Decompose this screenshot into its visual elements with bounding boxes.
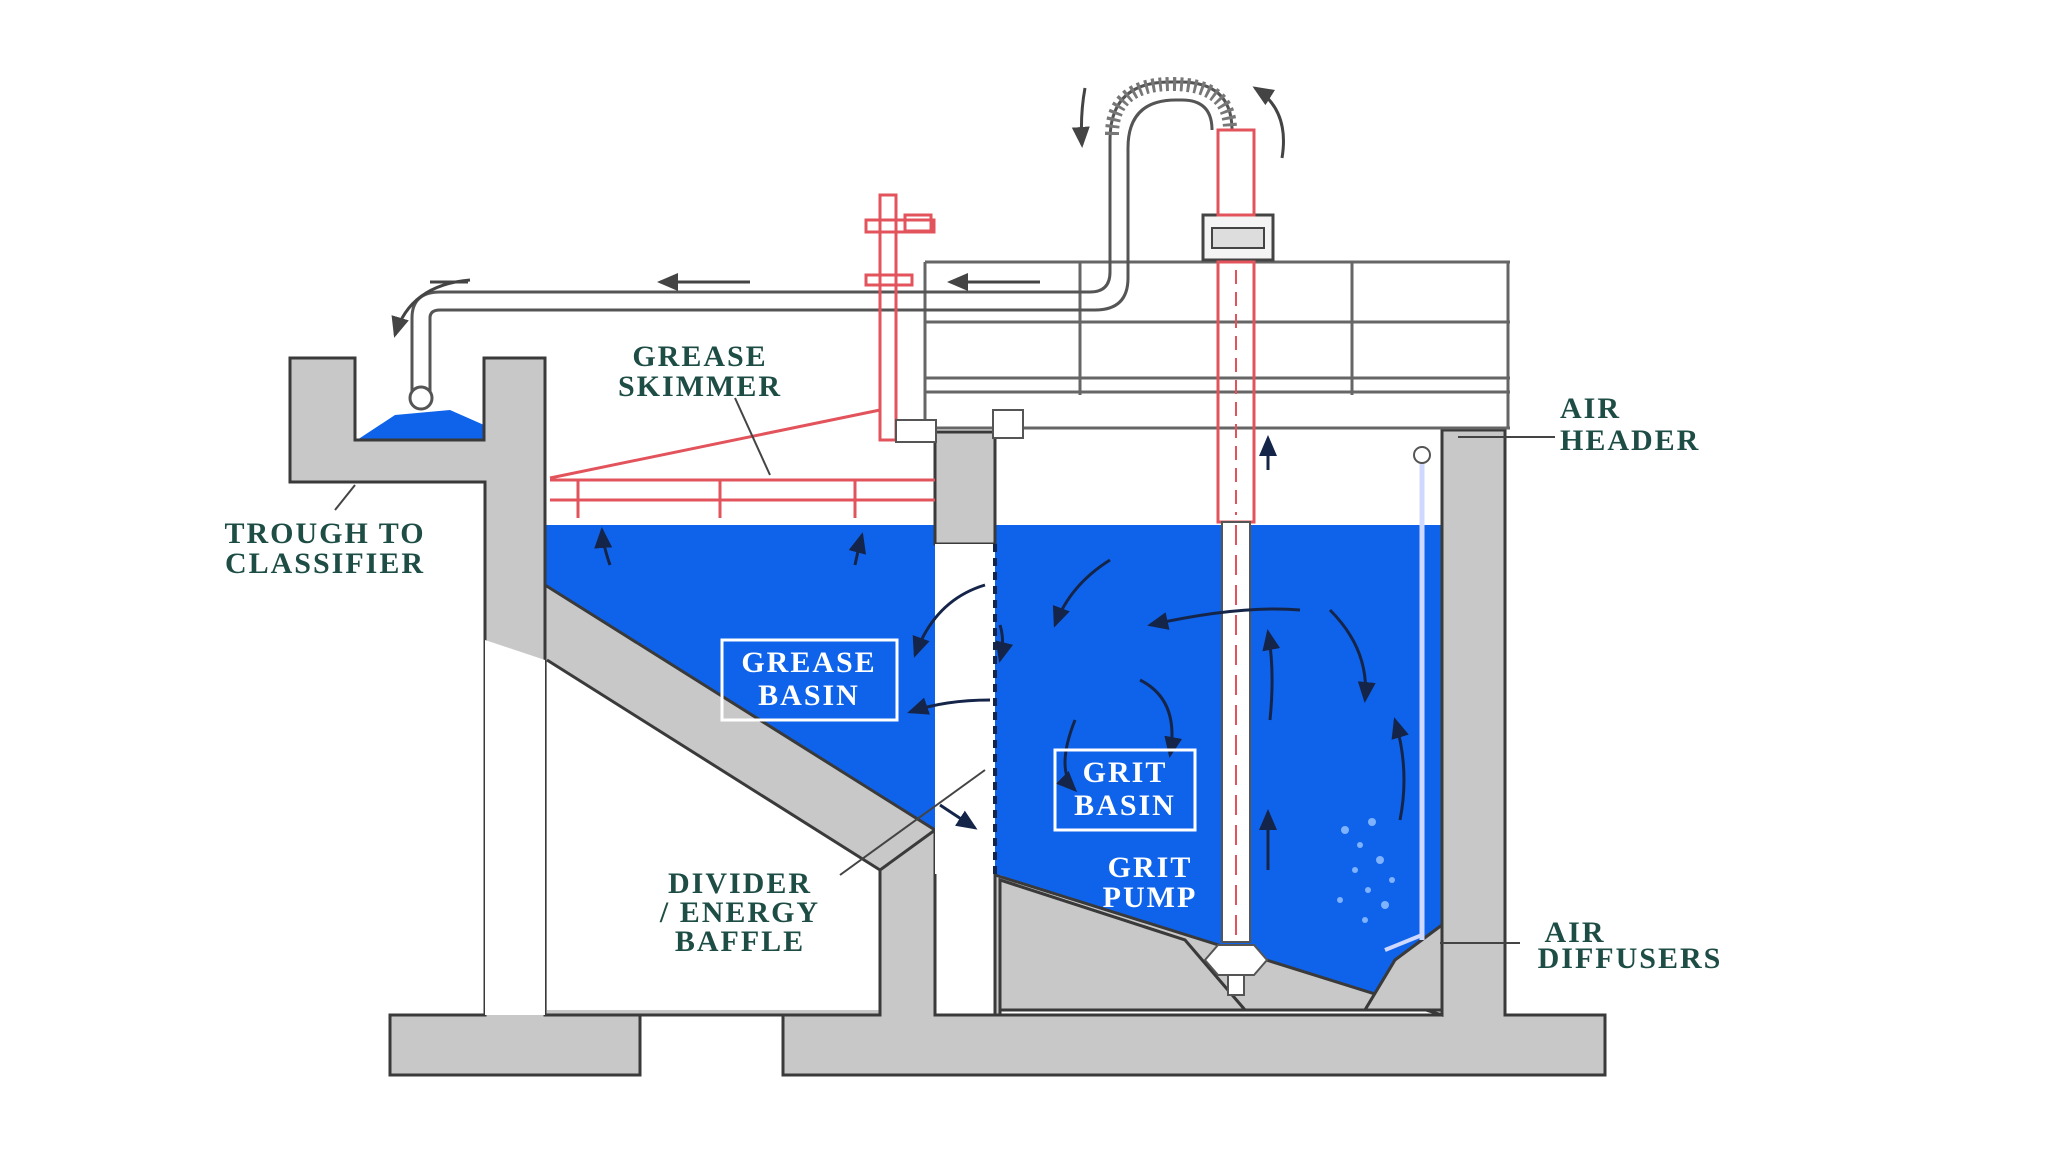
grease-skimmer-label-2: SKIMMER — [618, 370, 782, 403]
air-diffusers-label-2: DIFFUSERS — [1538, 942, 1723, 975]
grit-basin-water — [995, 525, 1442, 1010]
grease-basin-label-2: BASIN — [758, 679, 860, 712]
grease-skimmer — [549, 193, 1024, 518]
leader-lines — [334, 397, 1555, 944]
grit-pump — [1201, 128, 1277, 996]
grit-basin-label-2: BASIN — [1074, 789, 1176, 822]
grease-basin-water — [545, 525, 935, 830]
grit-basin-box — [1053, 748, 1197, 832]
grit-pump-label-1: GRIT — [1108, 851, 1193, 884]
trough-label-2: CLASSIFIER — [225, 547, 425, 580]
air-header-label-2: HEADER — [1560, 424, 1700, 457]
trough-label-1: TROUGH TO — [224, 517, 425, 550]
divider-label-3: BAFFLE — [675, 925, 805, 958]
grease-basin-box — [720, 638, 899, 722]
discharge-pipe — [408, 76, 1237, 411]
trough-water — [357, 410, 484, 440]
diffuser-bubbles — [1337, 818, 1395, 923]
air-diffusers-label-1: AIR — [1544, 916, 1605, 949]
air-header-pipe — [1384, 446, 1431, 952]
air-header-label-1: AIR — [1560, 392, 1621, 425]
divider-label-2: / ENERGY — [659, 896, 820, 929]
grit-basin-label-1: GRIT — [1083, 756, 1168, 789]
concrete-structure — [288, 356, 1607, 1077]
flow-arrows — [391, 86, 1409, 870]
grease-skimmer-label-1: GREASE — [632, 340, 767, 373]
grit-pump-label-2: PUMP — [1103, 881, 1198, 914]
divider-label-1: DIVIDER — [668, 867, 812, 900]
grease-basin-label-1: GREASE — [741, 646, 876, 679]
